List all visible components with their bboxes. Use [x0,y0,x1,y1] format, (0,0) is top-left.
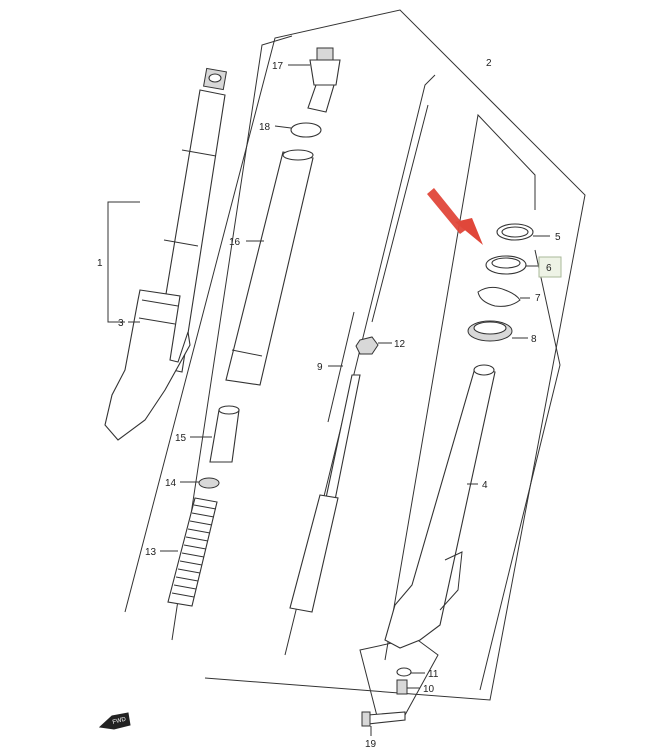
spring-body [167,497,218,607]
cap-stem [307,84,335,113]
rod-cylinder [289,494,339,613]
bolt-frame [359,637,439,721]
outer-tube-top [473,364,495,376]
fork-cap-bolt [208,73,222,83]
spring-seat [198,477,220,489]
inner-tube-band [231,349,263,357]
bolt-10 [396,679,408,695]
callout-16: 16 [229,237,241,248]
callout-1: 1 [97,258,103,269]
washer-11 [396,667,412,677]
inner-frame-left [171,35,293,641]
hardware [361,667,425,736]
callout-6: 6 [546,263,552,274]
callout-19: 19 [365,739,377,750]
oil-seal-8-inner [473,321,507,335]
callout-10: 10 [423,684,435,695]
circlip-7 [477,286,521,307]
callout-5: 5 [555,232,561,243]
callout-12: 12 [394,339,406,350]
seal-ring-5-inner [501,226,529,238]
inner-tube [225,151,314,386]
fork-cap-part-17 [288,47,341,113]
rod-upper [325,374,361,501]
nut [355,336,379,355]
assembly-frame [124,9,586,721]
outer-tube-part-4 [384,364,496,649]
inner-frame-middle [284,74,436,656]
spacer [209,409,240,463]
nut-part-12 [355,336,392,355]
callout-15: 15 [175,433,187,444]
red-pointer-arrow-icon [427,188,483,245]
callout-bracket-9 [327,311,355,423]
callout-18: 18 [259,122,271,133]
tube-band-lines [163,149,217,247]
callout-4: 4 [482,480,488,491]
callout-17: 17 [272,61,284,72]
inner-tube-top [282,149,314,161]
seal-ring-6-inner [491,257,521,269]
callout-bracket-1 [107,201,140,323]
fwd-label: FWD [112,716,127,726]
slider-band-lines [138,299,179,325]
fork-lower-slider [104,289,191,441]
callout-13: 13 [145,547,157,558]
spring-seat-part-14 [180,477,220,489]
callout-3: 3 [118,318,124,329]
spacer-part-15 [190,405,240,463]
callout-7: 7 [535,293,541,304]
axle-bracket [439,551,463,611]
callout-2: 2 [486,58,492,69]
inner-tube-part-16 [225,149,314,386]
spring-part-13 [160,497,218,607]
callout-11: 11 [428,669,439,680]
cap-body [309,59,341,86]
bolt-19 [367,711,406,725]
callout-labels: 1 2 3 4 5 6 7 8 9 10 11 12 13 14 15 16 1… [97,58,561,750]
cap-top [316,47,334,61]
o-ring-part-18 [274,122,322,138]
callout-9: 9 [317,362,323,373]
outer-frame-outline [124,9,586,701]
callout-14: 14 [165,478,177,489]
leader-18 [274,125,292,129]
outer-tube [384,367,496,649]
fork-assembly-left [104,67,227,441]
spring-coils [171,504,217,598]
fwd-arrow-icon: FWD [98,712,131,730]
inner-frame-right [384,113,561,691]
spacer-top [218,405,240,415]
seal-stack [467,223,550,342]
highlight-box-6 [538,256,562,278]
o-ring [290,122,322,138]
rod-thin [371,104,429,323]
damper-rod-part-9 [289,104,429,613]
bolt-19-head [361,711,371,727]
callout-8: 8 [531,334,537,345]
